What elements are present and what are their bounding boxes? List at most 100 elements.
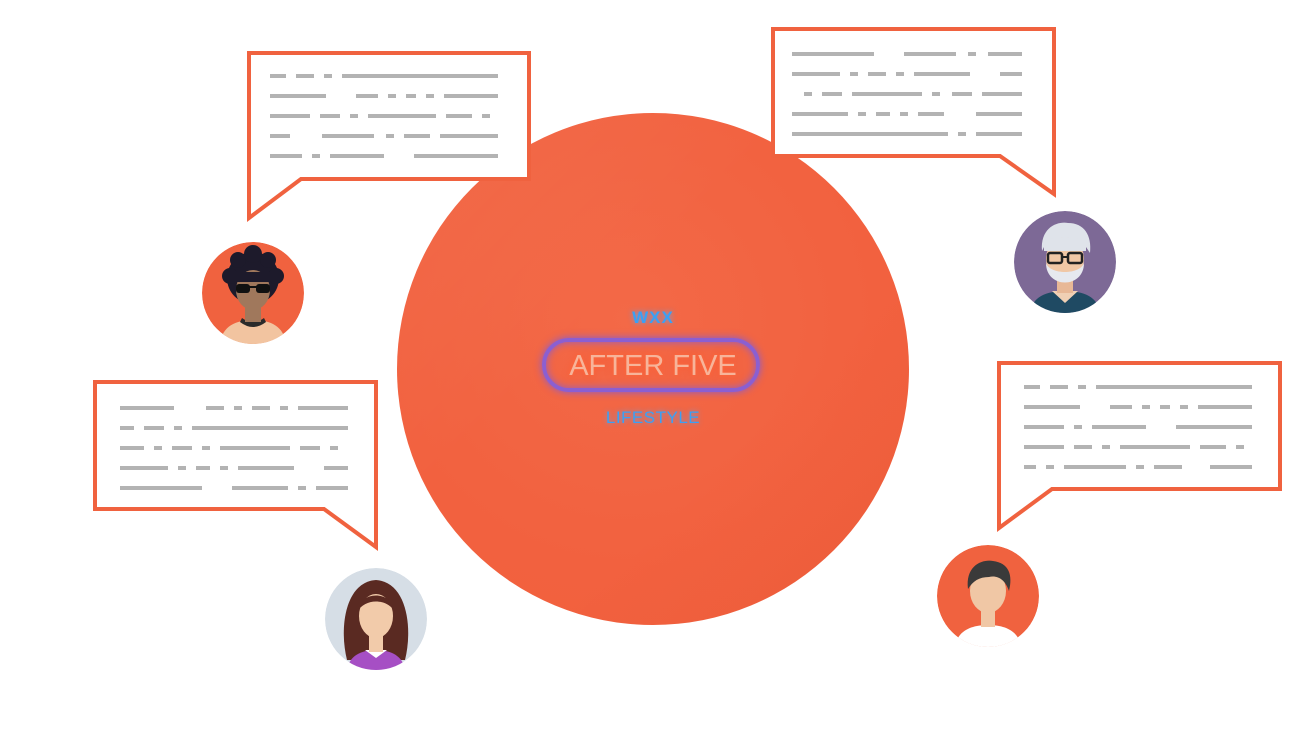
- placeholder-text-line: [356, 94, 378, 98]
- placeholder-text-line: [1046, 465, 1054, 469]
- placeholder-text-line: [220, 466, 228, 470]
- placeholder-text-line: [154, 446, 162, 450]
- placeholder-text-line: [342, 74, 498, 78]
- placeholder-text-line: [252, 406, 270, 410]
- circle-sheen: [397, 113, 909, 625]
- speech-bubble-icon: [771, 27, 1056, 198]
- placeholder-text-line: [876, 112, 890, 116]
- placeholder-text-line: [1154, 465, 1182, 469]
- placeholder-text-line: [850, 72, 858, 76]
- placeholder-text-line: [220, 446, 290, 450]
- placeholder-text-line: [174, 426, 182, 430]
- placeholder-text-line: [320, 114, 340, 118]
- placeholder-text-line: [192, 426, 348, 430]
- speech-bubble-bottom-left: [92, 379, 380, 551]
- placeholder-text-line: [1024, 405, 1080, 409]
- speech-bubble-top-right: [770, 26, 1058, 198]
- placeholder-text-line: [312, 154, 320, 158]
- person-icon: [325, 568, 427, 670]
- placeholder-text-line: [1078, 385, 1086, 389]
- placeholder-text-line: [482, 114, 490, 118]
- placeholder-text-line: [296, 74, 314, 78]
- placeholder-text-line: [1024, 425, 1064, 429]
- avatar-old-man-glasses: [1014, 211, 1116, 313]
- placeholder-text-line: [1236, 445, 1244, 449]
- logo-bottom-text: LIFESTYLE: [605, 408, 701, 427]
- speech-bubble-icon: [93, 380, 378, 551]
- placeholder-text-line: [1180, 405, 1188, 409]
- logo-main-text: AFTER FIVE: [569, 350, 737, 382]
- placeholder-text-line: [330, 154, 384, 158]
- placeholder-text-line: [324, 466, 348, 470]
- placeholder-text-line: [322, 134, 374, 138]
- placeholder-text-line: [982, 92, 1022, 96]
- after-five-logo: WXX AFTER FIVE LIFESTYLE: [540, 300, 766, 440]
- person-icon: [937, 545, 1039, 647]
- placeholder-text-line: [852, 92, 922, 96]
- avatar-woman-long-hair: [325, 568, 427, 670]
- placeholder-text-line: [900, 112, 908, 116]
- placeholder-text-line: [952, 92, 972, 96]
- placeholder-text-line: [958, 132, 966, 136]
- placeholder-text-line: [1064, 465, 1126, 469]
- placeholder-text-line: [414, 154, 498, 158]
- placeholder-text-line: [350, 114, 358, 118]
- placeholder-text-line: [792, 132, 948, 136]
- placeholder-text-line: [914, 72, 970, 76]
- placeholder-text-line: [804, 92, 812, 96]
- placeholder-text-line: [238, 466, 294, 470]
- placeholder-text-line: [234, 406, 242, 410]
- placeholder-text-line: [1092, 425, 1146, 429]
- placeholder-text-line: [444, 94, 498, 98]
- placeholder-text-line: [316, 486, 348, 490]
- placeholder-text-line: [1176, 425, 1252, 429]
- avatar-man-short-hair: [937, 545, 1039, 647]
- placeholder-text-line: [368, 114, 436, 118]
- placeholder-text-line: [270, 74, 286, 78]
- placeholder-text-line: [298, 406, 348, 410]
- placeholder-text-line: [178, 466, 186, 470]
- logo-top-text: WXX: [632, 308, 674, 327]
- placeholder-text-line: [976, 112, 1022, 116]
- placeholder-text-line: [1200, 445, 1226, 449]
- placeholder-text-line: [858, 112, 866, 116]
- placeholder-text-line: [904, 52, 956, 56]
- placeholder-text-line: [404, 134, 430, 138]
- placeholder-text-line: [120, 406, 174, 410]
- placeholder-text-line: [1000, 72, 1022, 76]
- placeholder-text-line: [792, 112, 848, 116]
- placeholder-text-line: [300, 446, 320, 450]
- speech-bubble-top-left: [246, 50, 532, 222]
- speech-bubble-bottom-right: [996, 360, 1284, 532]
- placeholder-text-line: [270, 114, 310, 118]
- placeholder-text-line: [440, 134, 498, 138]
- placeholder-text-line: [406, 94, 416, 98]
- placeholder-text-line: [1142, 405, 1150, 409]
- placeholder-text-line: [298, 486, 306, 490]
- placeholder-text-line: [202, 446, 210, 450]
- placeholder-text-line: [1074, 445, 1092, 449]
- placeholder-text-line: [120, 486, 202, 490]
- placeholder-text-line: [822, 92, 842, 96]
- placeholder-text-line: [918, 112, 944, 116]
- placeholder-text-line: [120, 426, 134, 430]
- placeholder-text-line: [196, 466, 210, 470]
- placeholder-text-line: [426, 94, 434, 98]
- placeholder-text-line: [120, 466, 168, 470]
- placeholder-text-line: [1120, 445, 1190, 449]
- placeholder-text-line: [896, 72, 904, 76]
- placeholder-text-line: [120, 446, 144, 450]
- person-icon: [1014, 211, 1116, 313]
- placeholder-text-line: [1074, 425, 1082, 429]
- placeholder-text-line: [792, 72, 840, 76]
- placeholder-text-line: [324, 74, 332, 78]
- placeholder-text-line: [1050, 385, 1068, 389]
- placeholder-text-line: [270, 154, 302, 158]
- placeholder-text-line: [446, 114, 472, 118]
- placeholder-text-line: [1210, 465, 1252, 469]
- placeholder-text-line: [968, 52, 976, 56]
- placeholder-text-line: [206, 406, 224, 410]
- placeholder-text-line: [1198, 405, 1252, 409]
- placeholder-text-line: [988, 52, 1022, 56]
